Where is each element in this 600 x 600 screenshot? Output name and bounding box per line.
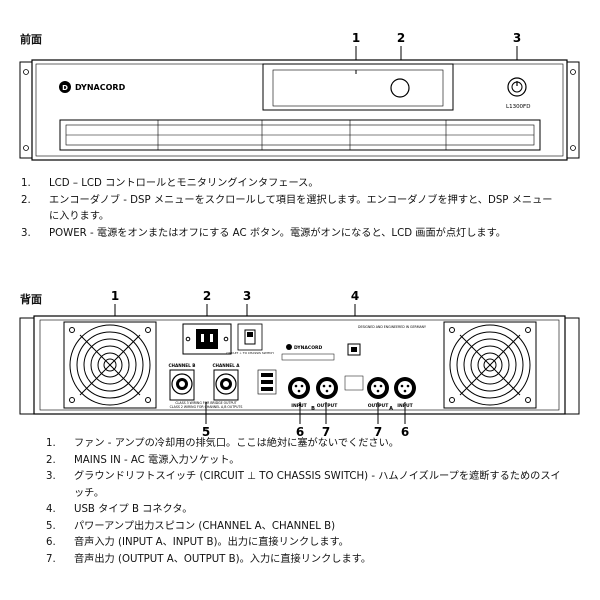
xlr-output-a: [367, 377, 389, 399]
svg-text:D: D: [62, 84, 68, 92]
rear-heading: 背面: [20, 293, 42, 306]
list-item: 3.POWER - 電源をオンまたはオフにする AC ボタン。電源がオンになると…: [21, 227, 506, 239]
front-callout-1: 1: [352, 31, 360, 45]
output-b-label: OUTPUT: [317, 403, 339, 409]
xlr-output-b: [316, 377, 338, 399]
input-b-label: INPUT: [291, 403, 307, 409]
list-item: 1.LCD – LCD コントロールとモニタリングインタフェース。: [21, 178, 319, 189]
rear-callout-2: 2: [203, 289, 211, 303]
rear-brand-logo: DYNACORD: [294, 345, 323, 351]
rear-callout-7b: 7: [374, 425, 382, 439]
speakon-channel-b: CHANNEL B: [168, 363, 196, 401]
group-a-letter: A: [389, 406, 393, 412]
rear-callout-4: 4: [351, 289, 359, 303]
rear-callout-6a: 6: [296, 425, 304, 439]
rear-callout-1: 1: [111, 289, 119, 303]
front-heading: 前面: [20, 33, 42, 46]
speakon-channel-a: CHANNEL A: [212, 363, 240, 401]
front-item-list: 1.LCD – LCD コントロールとモニタリングインタフェース。 2.エンコー…: [21, 176, 561, 242]
front-panel-diagram: 1 2 3 D DYNACORD L1300FD: [19, 31, 580, 161]
rear-fan-right: [443, 321, 537, 409]
encoder-knob: [390, 78, 410, 98]
front-callout-2: 2: [397, 31, 405, 45]
list-item: 5.パワーアンプ出力スピコン (CHANNEL A、CHANNEL B): [46, 520, 336, 532]
channel-a-label: CHANNEL A: [212, 363, 240, 368]
channel-b-label: CHANNEL B: [168, 363, 195, 368]
usb-note-label: DESIGNED AND ENGINEERED IN GERMANY: [358, 325, 426, 329]
circuit-switch-label: CIRCUIT ⊥ TO CHASSIS SWITCH: [226, 351, 273, 355]
list-item: 4.USB タイプ B コネクタ。: [46, 504, 193, 515]
rear-item-list: 1.ファン - アンプの冷却用の排気口。ここは絶対に塞がないでください。 2.M…: [46, 436, 566, 568]
group-b-letter: B: [311, 406, 315, 412]
list-item: 6.音声入力 (INPUT A、INPUT B)。出力に直接リンクします。: [46, 537, 349, 548]
front-callout-3: 3: [513, 31, 521, 45]
rear-fan-left: [63, 321, 157, 409]
front-model-label: L1300FD: [506, 104, 530, 110]
mains-inlet: [182, 323, 232, 355]
rear-callout-3: 3: [243, 289, 251, 303]
ground-lift-switch: CIRCUIT ⊥ TO CHASSIS SWITCH: [226, 323, 274, 355]
usb-b-connector: [347, 343, 361, 356]
list-item: 2.エンコーダノブ - DSP メニューをスクロールして項目を選択します。エンコ…: [21, 194, 553, 223]
list-item: 7.音声出力 (OUTPUT A、OUTPUT B)。入力に直接リンクします。: [46, 553, 372, 565]
rear-callout-5: 5: [202, 425, 210, 439]
front-brand-logo: DYNACORD: [75, 83, 126, 92]
rear-panel-diagram: 1 2 3 4: [19, 289, 580, 439]
xlr-input-b: [288, 377, 310, 399]
xlr-input-a: [394, 377, 416, 399]
rear-callout-7a: 7: [322, 425, 330, 439]
list-item: 3.グラウンドリフトスイッチ (CIRCUIT ⊥ TO CHASSIS SWI…: [46, 471, 561, 499]
rear-callout-6b: 6: [401, 425, 409, 439]
power-button: [507, 77, 527, 97]
list-item: 2.MAINS IN - AC 電源入力ソケット。: [46, 454, 240, 466]
list-item: 1.ファン - アンプの冷却用の排気口。ここは絶対に塞がないでください。: [46, 438, 399, 449]
